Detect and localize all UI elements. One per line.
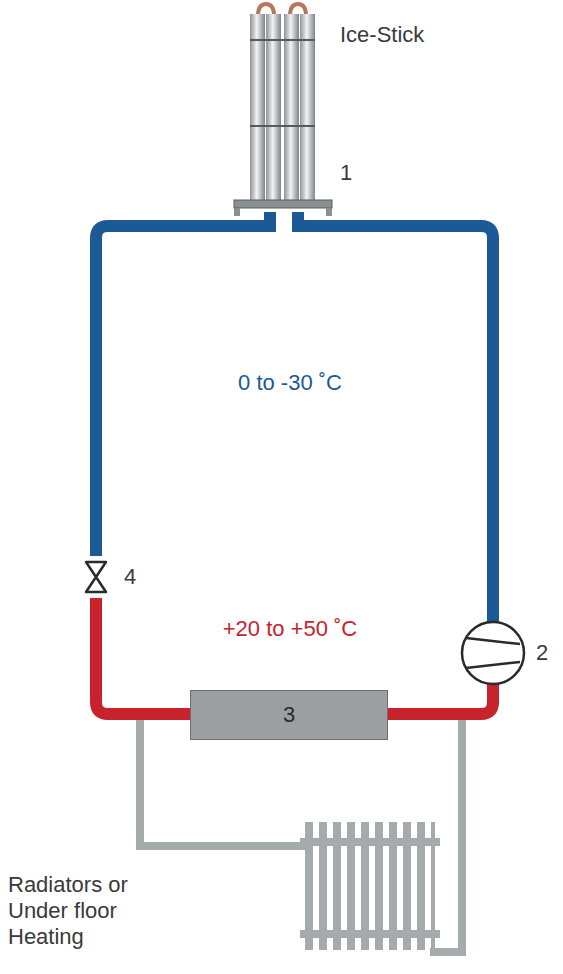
warm-pipe [380, 684, 493, 714]
callout-number: 3 [283, 702, 295, 728]
cold-pipe [298, 212, 493, 622]
temperature-range: 0 to -30 ˚C [238, 370, 342, 396]
callout-number: 2 [536, 640, 548, 666]
part-name: Ice-Stick [340, 22, 424, 48]
warm-pipe [96, 598, 200, 714]
heating-loop [140, 714, 462, 952]
expansion-valve [86, 556, 106, 598]
temperature-range: +20 to +50 ˚C [223, 616, 358, 642]
callout-number: 1 [340, 160, 352, 186]
heat-exchanger-box: 3 [190, 690, 388, 740]
radiator [300, 822, 440, 950]
compressor-symbol [462, 622, 524, 684]
ice-stick [234, 4, 332, 216]
part-name: Radiators or Under floor Heating [8, 872, 148, 950]
callout-number: 4 [124, 564, 136, 590]
